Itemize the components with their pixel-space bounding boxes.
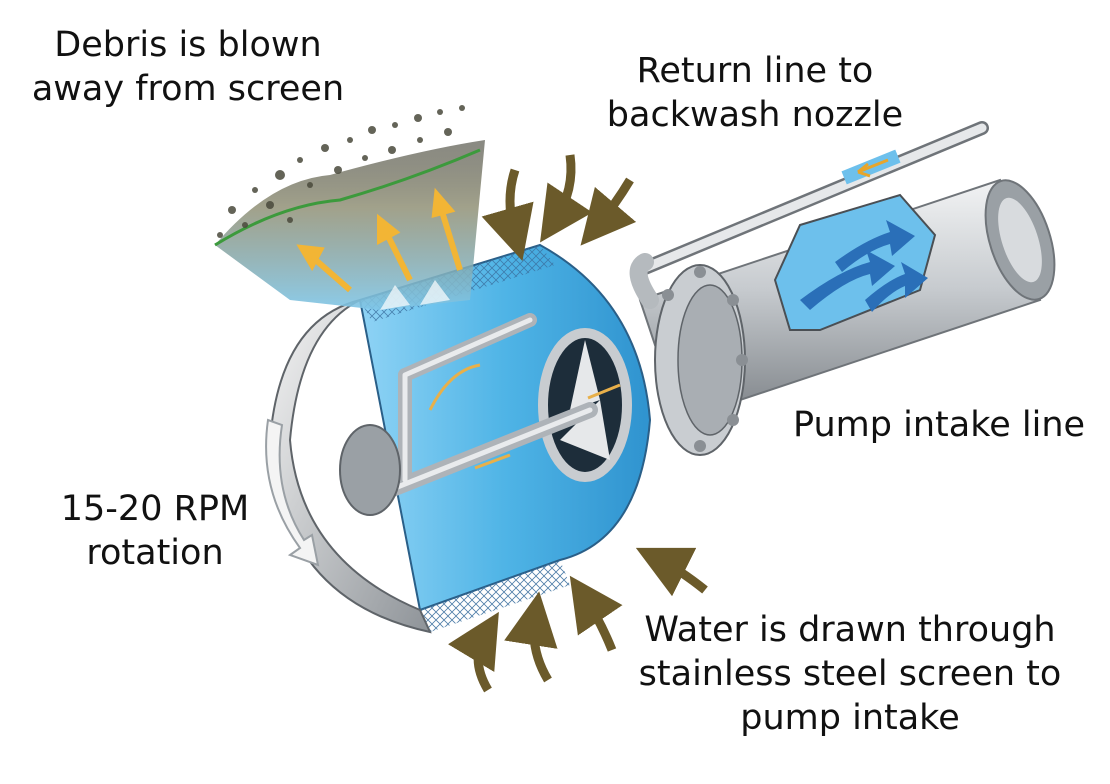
return-line-pipe bbox=[629, 121, 989, 309]
flow-arrow-icon bbox=[474, 453, 511, 470]
return-line-label: Return line to backwash nozzle bbox=[590, 49, 920, 137]
flow-arrow-icon bbox=[800, 220, 928, 312]
inflow-arrows-bottom bbox=[447, 547, 708, 693]
inflow-arrow-icon bbox=[569, 575, 623, 652]
inflow-arrow-icon bbox=[504, 591, 558, 683]
rotation-label: 15-20 RPM rotation bbox=[50, 487, 260, 575]
flow-arrow-icon bbox=[428, 363, 481, 411]
debris-label-line-2: away from screen bbox=[31, 69, 345, 109]
debris-label-line-1: Debris is blown bbox=[54, 25, 322, 65]
water-intake-label: Water is drawn through stainless steel s… bbox=[630, 608, 1070, 740]
flange bbox=[654, 264, 748, 456]
pump-intake-label: Pump intake line bbox=[793, 405, 1086, 445]
inflow-arrow-icon bbox=[447, 611, 499, 693]
backwash-nozzle-assembly bbox=[382, 313, 621, 498]
rotation-label-line-1: 15-20 RPM bbox=[60, 489, 250, 529]
flow-arrow-icon bbox=[587, 383, 621, 400]
rotation-label-line-2: rotation bbox=[86, 533, 224, 573]
spray-arrow-icon bbox=[296, 187, 463, 293]
return-line-label-line-2: backwash nozzle bbox=[606, 95, 904, 135]
water-intake-label-line-1: Water is drawn through bbox=[644, 610, 1056, 650]
rotation-arrow-icon bbox=[265, 418, 320, 567]
debris-spray bbox=[214, 105, 485, 310]
return-line-label-line-1: Return line to bbox=[636, 51, 874, 91]
inflow-arrow-icon bbox=[635, 547, 708, 597]
debris-label: Debris is blown away from screen bbox=[28, 23, 348, 111]
inflow-arrows-top bbox=[481, 154, 637, 261]
inflow-arrow-icon bbox=[540, 154, 593, 243]
water-intake-label-line-3: pump intake bbox=[740, 698, 960, 738]
inflow-arrow-icon bbox=[481, 168, 534, 261]
inflow-arrow-icon bbox=[580, 177, 637, 246]
flow-arrow-icon bbox=[857, 158, 889, 178]
water-intake-label-line-2: stainless steel screen to bbox=[638, 654, 1062, 694]
